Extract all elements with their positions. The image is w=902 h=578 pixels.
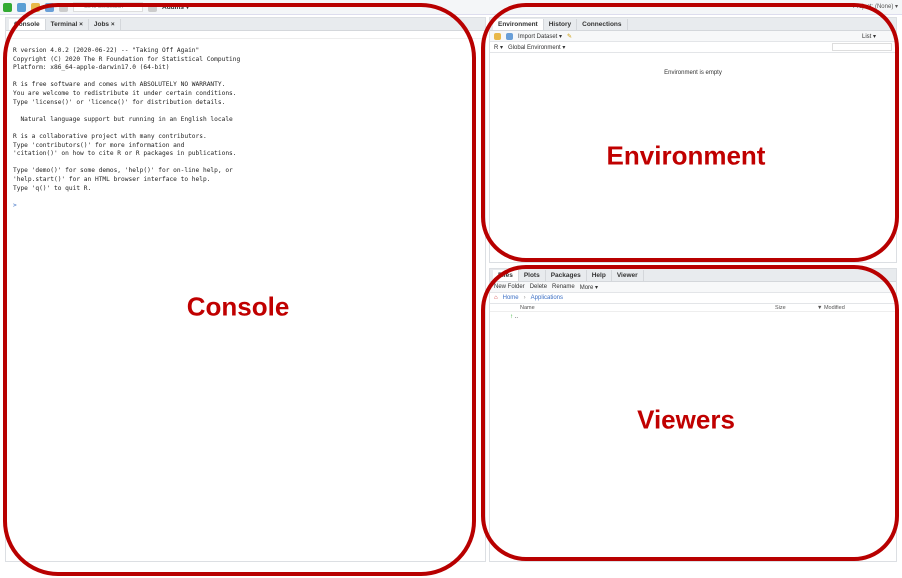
- home-icon[interactable]: ⌂: [494, 295, 498, 301]
- environment-empty-text: Environment is empty: [664, 70, 722, 76]
- more-menu[interactable]: More ▾: [579, 284, 599, 291]
- list-view-menu[interactable]: List ▾: [861, 33, 876, 40]
- tab-jobs[interactable]: Jobs ×: [89, 19, 121, 30]
- tab-plots[interactable]: Plots: [519, 270, 546, 281]
- rename-button[interactable]: Rename: [552, 284, 575, 290]
- tab-terminal[interactable]: Terminal ×: [46, 19, 89, 30]
- console-line: R is free software and comes with ABSOLU…: [13, 81, 226, 89]
- environment-search-input[interactable]: [832, 43, 892, 51]
- console-line: 'help.start()' for an HTML browser inter…: [13, 175, 211, 183]
- open-icon[interactable]: [31, 2, 40, 12]
- console-line: Platform: x86_64-apple-darwin17.0 (64-bi…: [13, 64, 170, 72]
- column-name[interactable]: Name: [520, 304, 535, 311]
- environment-annotation-label: Environment: [606, 140, 766, 171]
- console-line: Natural language support but running in …: [13, 115, 233, 123]
- console-line: Type 'demo()' for some demos, 'help()' f…: [13, 167, 233, 175]
- console-output[interactable]: R version 4.0.2 (2020-06-22) -- "Taking …: [6, 39, 485, 202]
- console-line: R is a collaborative project with many c…: [13, 132, 207, 140]
- environment-pane: Environment History Connections Import D…: [489, 17, 897, 263]
- main-toolbar: Go to file/function Addins ▾ Project: (N…: [0, 0, 902, 15]
- tab-files[interactable]: Files: [493, 270, 519, 281]
- console-line: [13, 159, 485, 168]
- console-line: R version 4.0.2 (2020-06-22) -- "Taking …: [13, 47, 200, 54]
- parent-dir-link[interactable]: ..: [514, 314, 519, 320]
- console-line: You are welcome to redistribute it under…: [13, 89, 237, 97]
- tab-history[interactable]: History: [544, 19, 578, 30]
- import-dataset-button[interactable]: Import Dataset ▾: [518, 33, 563, 40]
- console-pane: Console Terminal × Jobs × R version 4.0.…: [5, 17, 486, 562]
- scope-menu[interactable]: Global Environment ▾: [508, 44, 566, 51]
- language-menu[interactable]: R ▾: [494, 44, 504, 51]
- console-prompt[interactable]: >: [13, 201, 17, 209]
- save-icon[interactable]: [45, 2, 54, 12]
- console-annotation-label: Console: [186, 291, 290, 322]
- tab-environment[interactable]: Environment: [493, 19, 544, 30]
- tab-help[interactable]: Help: [587, 270, 612, 281]
- load-workspace-icon[interactable]: [494, 32, 501, 40]
- column-size[interactable]: Size: [775, 304, 786, 311]
- console-line: [13, 107, 485, 116]
- goto-file-input[interactable]: Go to file/function: [73, 2, 143, 12]
- console-line: Type 'license()' or 'licence()' for dist…: [13, 98, 226, 106]
- console-line: Type 'q()' to quit R.: [13, 184, 92, 192]
- console-line: [13, 124, 485, 133]
- new-file-icon[interactable]: [3, 2, 12, 12]
- addins-menu[interactable]: Addins ▾: [162, 4, 190, 11]
- viewers-annotation-label: Viewers: [637, 404, 735, 435]
- breadcrumb-applications[interactable]: Applications: [530, 295, 563, 301]
- new-project-icon[interactable]: [17, 2, 26, 12]
- files-pane: Files Plots Packages Help Viewer New Fol…: [489, 268, 897, 562]
- console-line: Copyright (C) 2020 The R Foundation for …: [13, 55, 241, 63]
- broom-icon[interactable]: ✎: [567, 33, 573, 40]
- tab-connections[interactable]: Connections: [577, 19, 628, 30]
- layout-icon[interactable]: [148, 2, 157, 12]
- console-line: Type 'contributors()' for more informati…: [13, 141, 185, 149]
- new-folder-button[interactable]: New Folder: [494, 284, 525, 290]
- project-menu[interactable]: Project: (None) ▾: [852, 4, 898, 10]
- file-row-parent[interactable]: ↑ ..: [490, 312, 896, 320]
- delete-button[interactable]: Delete: [529, 284, 548, 290]
- tab-viewer[interactable]: Viewer: [612, 270, 644, 281]
- tab-console[interactable]: Console: [9, 19, 46, 30]
- console-header: [6, 31, 485, 39]
- breadcrumb-home[interactable]: Home: [502, 295, 519, 301]
- column-modified[interactable]: ▼ Modified: [817, 304, 845, 311]
- console-line: [13, 73, 485, 82]
- tab-packages[interactable]: Packages: [546, 270, 587, 281]
- print-icon[interactable]: [59, 2, 68, 12]
- console-line: 'citation()' on how to cite R or R packa…: [13, 150, 237, 158]
- save-workspace-icon[interactable]: [506, 32, 513, 40]
- up-arrow-icon: ↑: [510, 314, 513, 320]
